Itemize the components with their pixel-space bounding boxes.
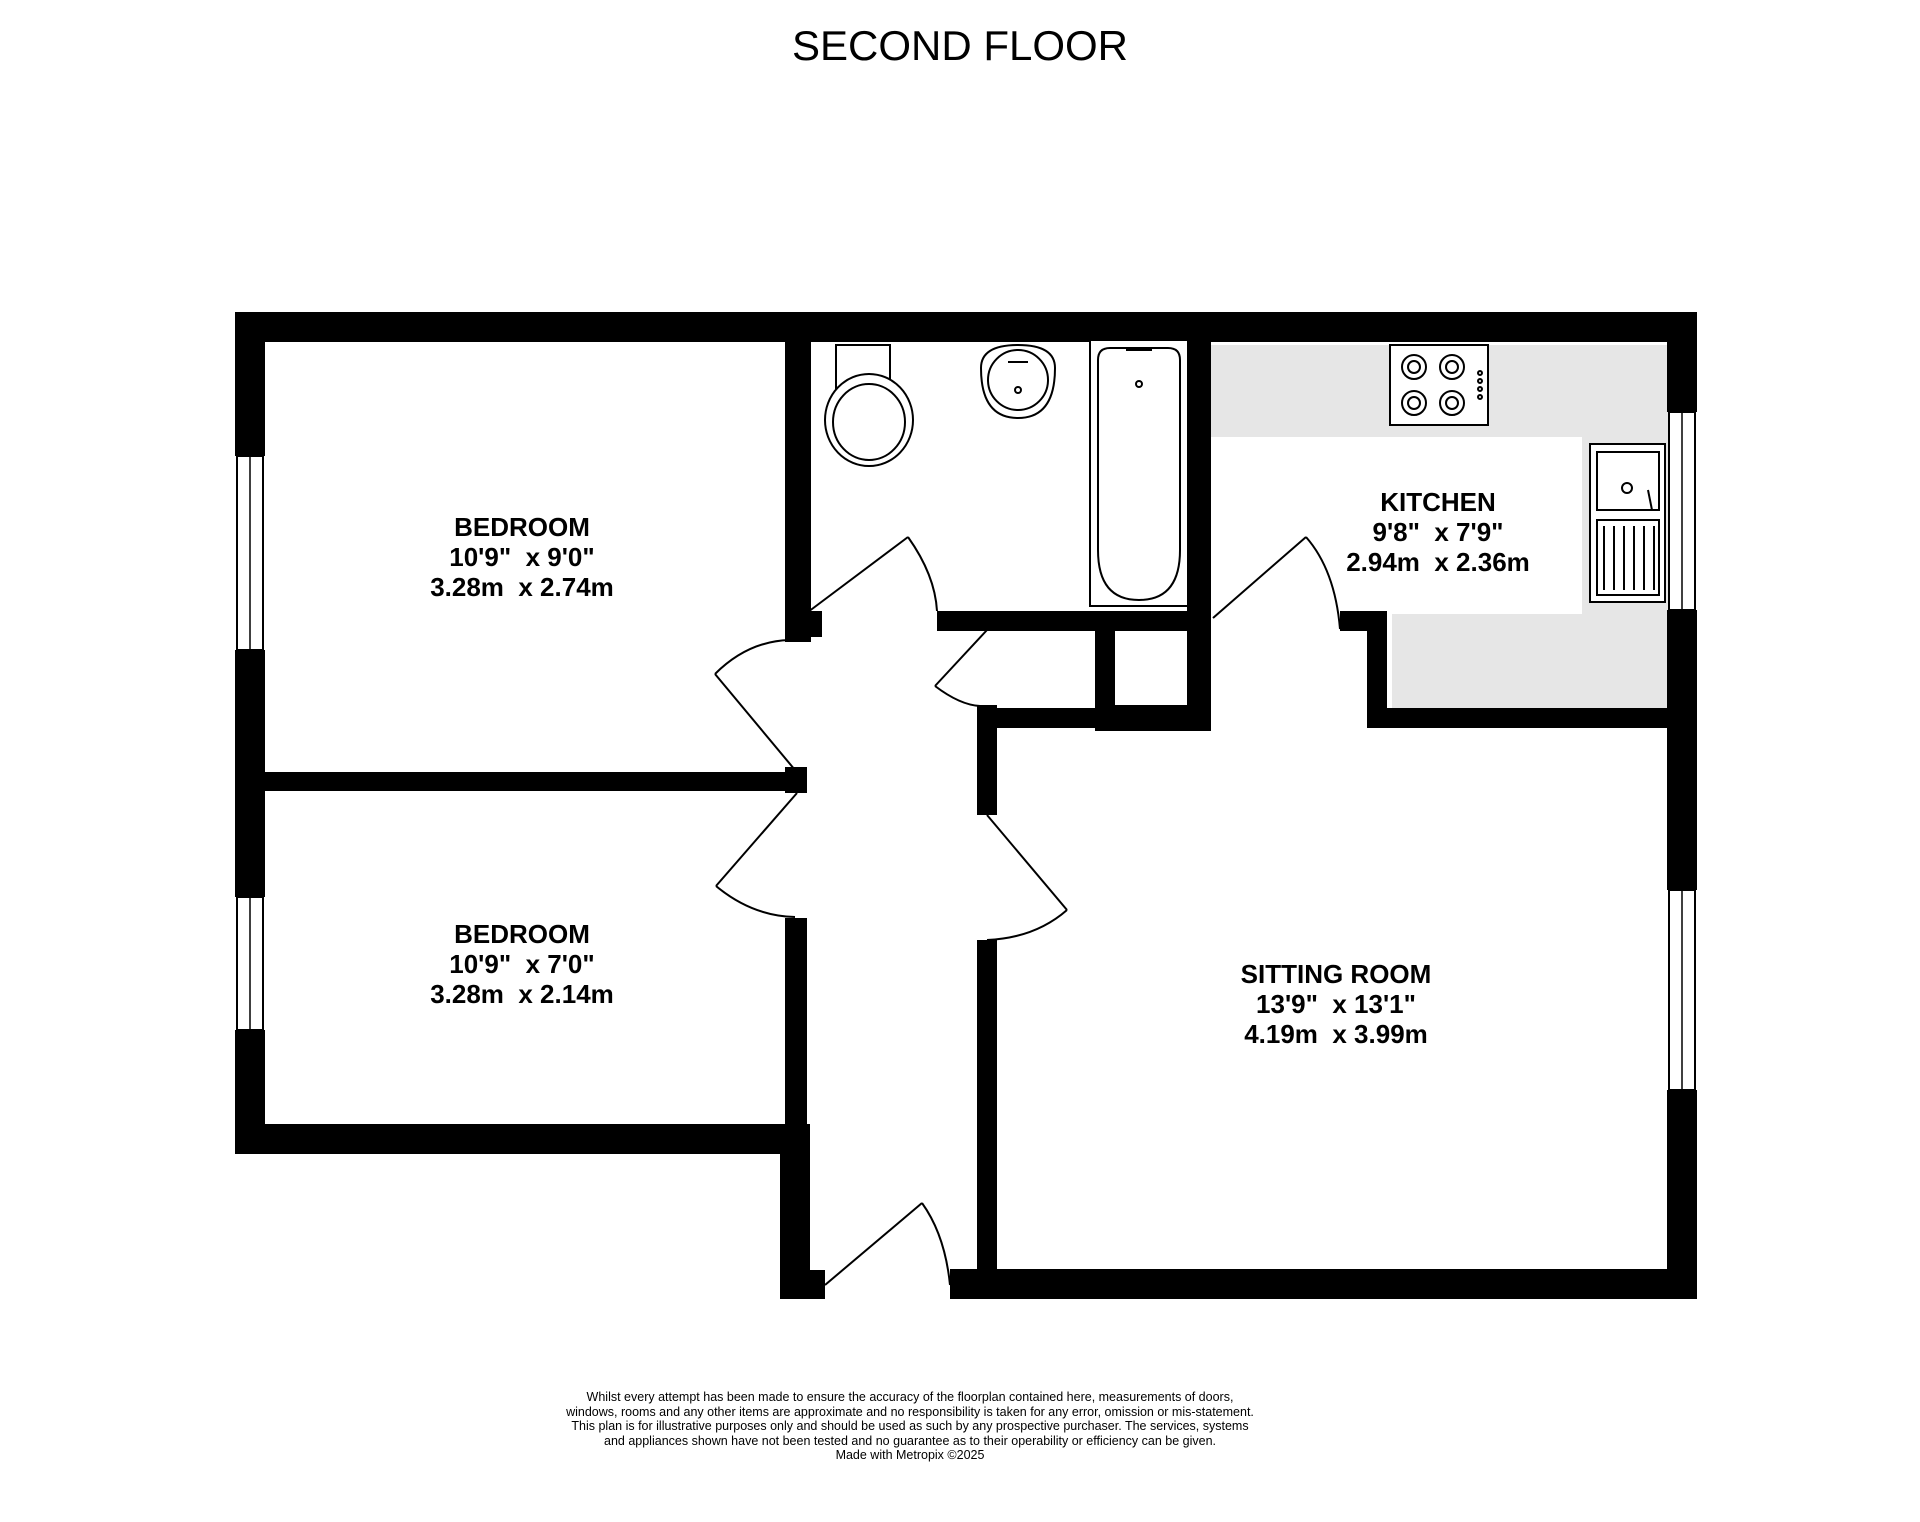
- windows: [236, 411, 1696, 1091]
- room-imperial: 9'8" x 7'9": [1373, 517, 1504, 547]
- room-metric: 4.19m x 3.99m: [1244, 1019, 1428, 1049]
- disclaimer-text: Whilst every attempt has been made to en…: [566, 1390, 1254, 1448]
- toilet-icon: [824, 344, 914, 467]
- bath-icon: [1089, 339, 1189, 607]
- room-metric: 3.28m x 2.74m: [430, 572, 614, 602]
- room-name: BEDROOM: [454, 512, 590, 542]
- door-bedroom-2: [715, 792, 798, 918]
- room-label-sitting-room: SITTING ROOM 13'9" x 13'1" 4.19m x 3.99m: [1241, 959, 1432, 1049]
- room-label-bedroom-1: BEDROOM 10'9" x 9'0" 3.28m x 2.74m: [430, 512, 614, 602]
- door-bathroom: [807, 536, 938, 613]
- walls: [235, 312, 1697, 1299]
- disclaimer: Whilst every attempt has been made to en…: [560, 1390, 1260, 1463]
- room-metric: 3.28m x 2.14m: [430, 979, 614, 1009]
- basin-icon: [979, 343, 1057, 420]
- hob-icon: [1389, 344, 1489, 426]
- door-sitting-room: [986, 814, 1068, 941]
- room-imperial: 10'9" x 9'0": [449, 542, 594, 572]
- disclaimer-credit: Made with Metropix ©2025: [835, 1448, 985, 1463]
- room-label-bedroom-2: BEDROOM 10'9" x 7'0" 3.28m x 2.14m: [430, 919, 614, 1009]
- floor-title: SECOND FLOOR: [791, 22, 1129, 69]
- room-metric: 2.94m x 2.36m: [1346, 547, 1530, 577]
- room-imperial: 10'9" x 7'0": [449, 949, 594, 979]
- room-name: KITCHEN: [1380, 487, 1496, 517]
- door-kitchen: [1212, 536, 1341, 630]
- door-bedroom-1: [714, 639, 796, 771]
- door-entrance: [824, 1202, 951, 1286]
- room-name: SITTING ROOM: [1241, 959, 1432, 989]
- door-cupboard: [934, 629, 988, 707]
- doors: [714, 536, 1341, 1286]
- room-name: BEDROOM: [454, 919, 590, 949]
- sink-icon: [1589, 443, 1666, 603]
- room-imperial: 13'9" x 13'1": [1256, 989, 1416, 1019]
- room-label-kitchen: KITCHEN 9'8" x 7'9" 2.94m x 2.36m: [1346, 487, 1530, 577]
